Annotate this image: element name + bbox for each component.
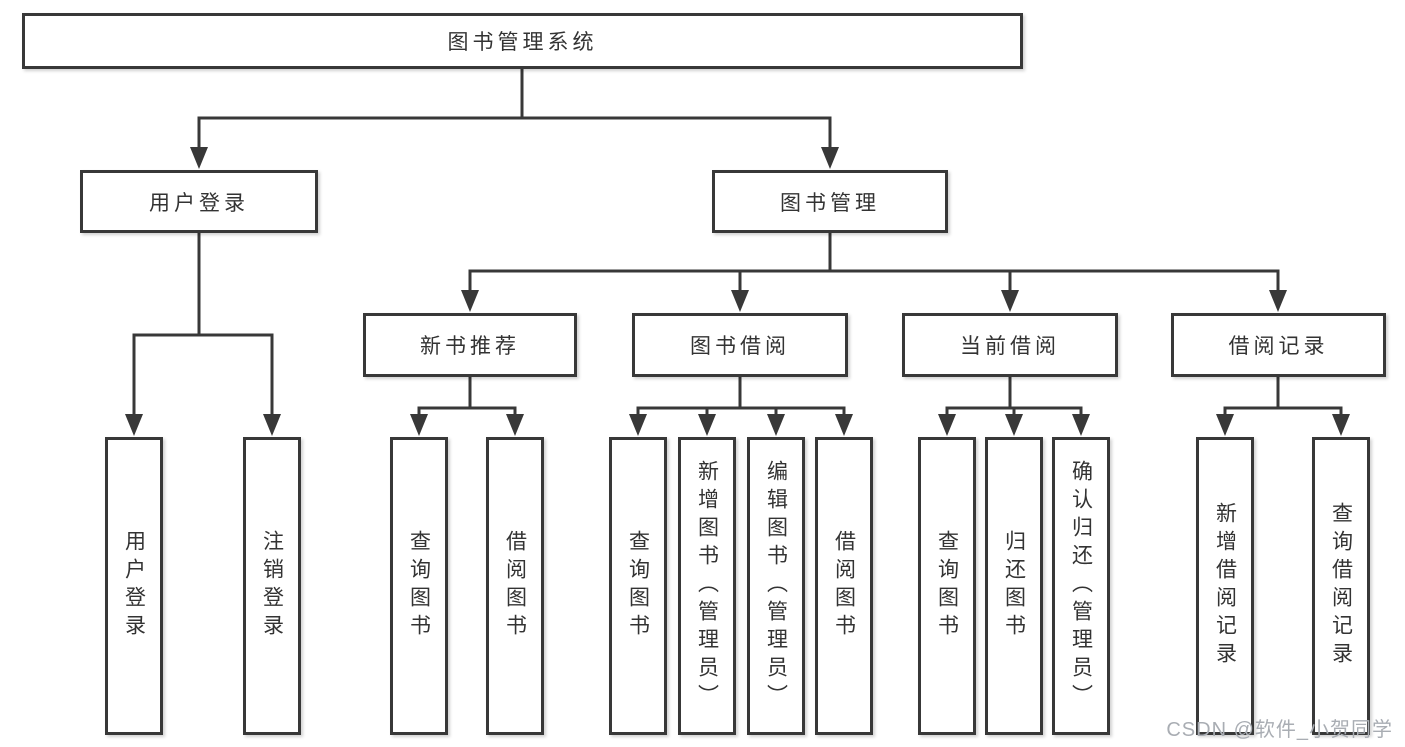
- csdn-watermark: CSDN @软件_小贺同学: [1166, 719, 1393, 741]
- leaf-label: 新增图书（管理员）: [695, 460, 719, 712]
- node-new-book-recommend: 新书推荐: [363, 313, 577, 377]
- leaf-borrowing-edit-book-admin: 编辑图书（管理员）: [747, 437, 805, 735]
- leaf-current-query-book: 查询图书: [918, 437, 976, 735]
- node-borrowing-records: 借阅记录: [1171, 313, 1386, 377]
- node-label: 借阅记录: [1228, 335, 1329, 358]
- leaf-label: 查询图书: [407, 530, 431, 642]
- node-label: 图书管理: [780, 191, 880, 215]
- leaf-label: 编辑图书（管理员）: [764, 460, 788, 712]
- leaf-current-return-book: 归还图书: [985, 437, 1043, 735]
- leaf-current-confirm-return-admin: 确认归还（管理员）: [1052, 437, 1110, 735]
- node-book-management: 图书管理: [712, 170, 948, 233]
- leaf-logout: 注销登录: [243, 437, 301, 735]
- leaf-label: 查询借阅记录: [1329, 502, 1353, 670]
- node-library-management-system: 图书管理系统: [22, 13, 1023, 69]
- leaf-label: 查询图书: [626, 530, 650, 642]
- leaf-borrowing-query-book: 查询图书: [609, 437, 667, 735]
- leaf-label: 归还图书: [1002, 530, 1026, 642]
- leaf-label: 确认归还（管理员）: [1069, 460, 1093, 712]
- arrowheads: [125, 147, 1350, 436]
- leaf-label: 用户登录: [122, 530, 146, 642]
- leaf-label: 借阅图书: [503, 530, 527, 642]
- node-current-borrowing: 当前借阅: [902, 313, 1118, 377]
- node-label: 图书借阅: [690, 335, 790, 358]
- leaf-records-add-record: 新增借阅记录: [1196, 437, 1254, 735]
- node-label: 图书管理系统: [447, 31, 598, 54]
- node-label: 新书推荐: [420, 335, 520, 358]
- leaf-label: 新增借阅记录: [1213, 502, 1237, 670]
- leaf-recommend-borrow-book: 借阅图书: [486, 437, 544, 735]
- node-label: 当前借阅: [960, 335, 1060, 358]
- leaf-label: 注销登录: [260, 530, 284, 642]
- node-user-login: 用户登录: [80, 170, 318, 233]
- node-label: 用户登录: [149, 191, 249, 215]
- leaf-borrowing-borrow-book: 借阅图书: [815, 437, 873, 735]
- leaf-label: 借阅图书: [832, 530, 856, 642]
- leaf-label: 查询图书: [935, 530, 959, 642]
- tree-edges: [132, 67, 1343, 420]
- leaf-user-login: 用户登录: [105, 437, 163, 735]
- leaf-records-query-record: 查询借阅记录: [1312, 437, 1370, 735]
- node-book-borrowing: 图书借阅: [632, 313, 848, 377]
- leaf-recommend-query-book: 查询图书: [390, 437, 448, 735]
- leaf-borrowing-add-book-admin: 新增图书（管理员）: [678, 437, 736, 735]
